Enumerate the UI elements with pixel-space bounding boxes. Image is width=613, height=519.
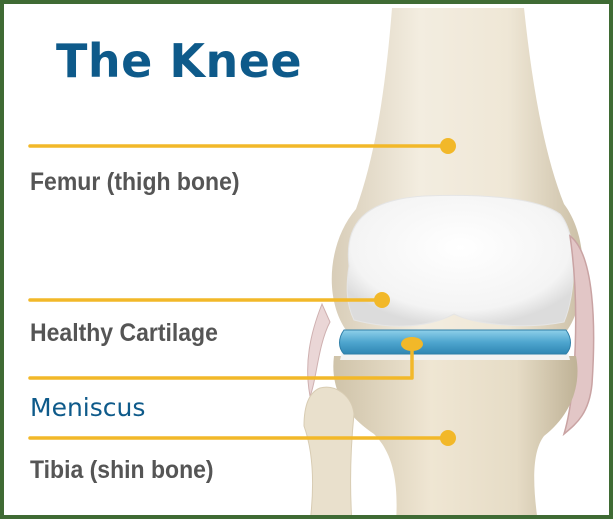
- collateral-ligament-left: [308, 304, 330, 396]
- cartilage-marker-dot: [374, 292, 390, 308]
- tibia-label: Tibia (shin bone): [30, 456, 214, 485]
- diagram-title: The Knee: [56, 34, 302, 88]
- meniscus-band: [340, 330, 571, 354]
- cartilage-label: Healthy Cartilage: [30, 319, 218, 348]
- femur-label: Femur (thigh bone): [30, 168, 240, 197]
- femur-marker-dot: [440, 138, 456, 154]
- meniscus-label: Meniscus: [30, 393, 145, 422]
- meniscus-marker-dot: [401, 337, 423, 351]
- fibula-bone: [304, 387, 354, 519]
- tibia-marker-dot: [440, 430, 456, 446]
